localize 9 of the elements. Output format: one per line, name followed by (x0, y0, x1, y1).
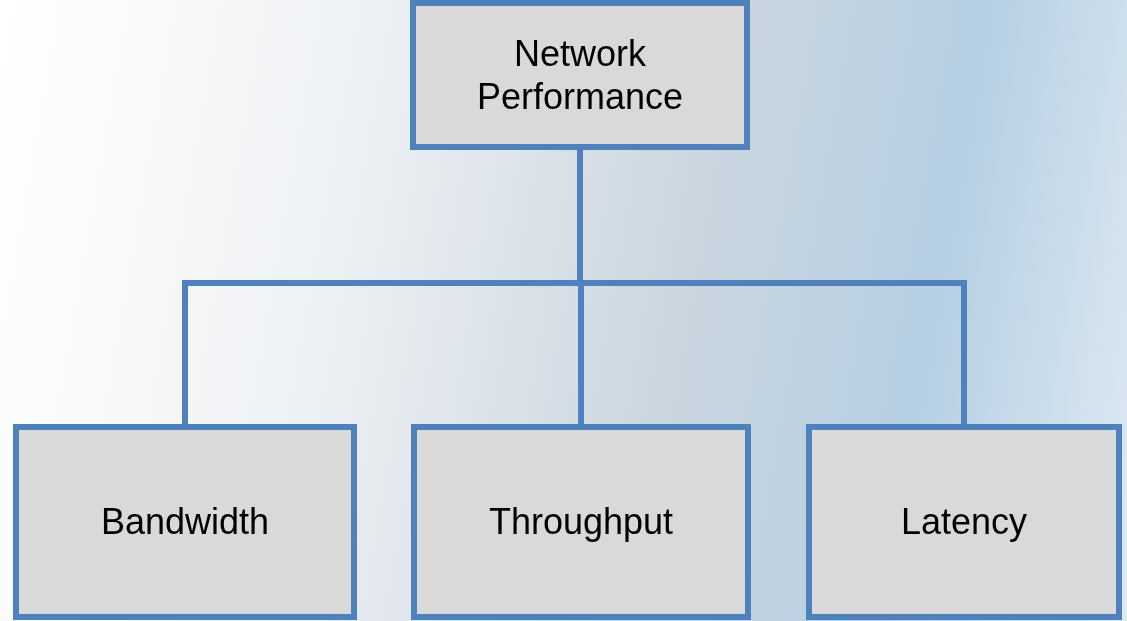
node-label: Throughput (488, 500, 674, 544)
connector-line (577, 150, 967, 424)
process-box (410, 0, 750, 150)
process-box (806, 424, 1122, 620)
node-label: Bandwidth (100, 500, 270, 544)
node-label: Latency (900, 500, 1028, 544)
process-box (13, 424, 357, 620)
node-label: Network Performance (475, 31, 685, 119)
process-box (411, 424, 751, 620)
